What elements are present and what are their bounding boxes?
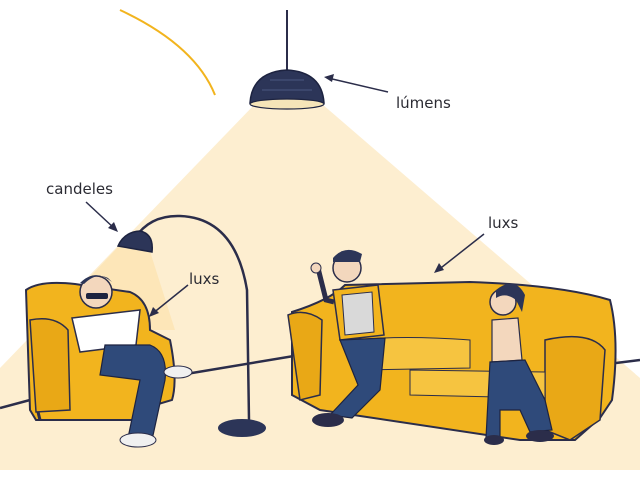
sitting-man <box>310 249 386 427</box>
candeles-label: candeles <box>46 180 113 198</box>
arrow-to-ceiling-lamp <box>324 74 389 93</box>
luxs-sofa-label: luxs <box>488 214 519 232</box>
arrow-to-floor-lamp <box>85 201 118 232</box>
luxs-armchair-label: luxs <box>189 270 220 288</box>
lumens-label: lúmens <box>396 94 451 112</box>
arrow-to-armchair-light <box>149 284 189 317</box>
reading-person <box>71 275 193 448</box>
sitting-woman <box>484 283 554 445</box>
swing-arc <box>119 9 216 96</box>
arc-floor-lamp-icon <box>116 214 266 437</box>
pendant-lamp-icon <box>249 10 325 110</box>
arrow-to-sofa-light <box>434 233 485 273</box>
